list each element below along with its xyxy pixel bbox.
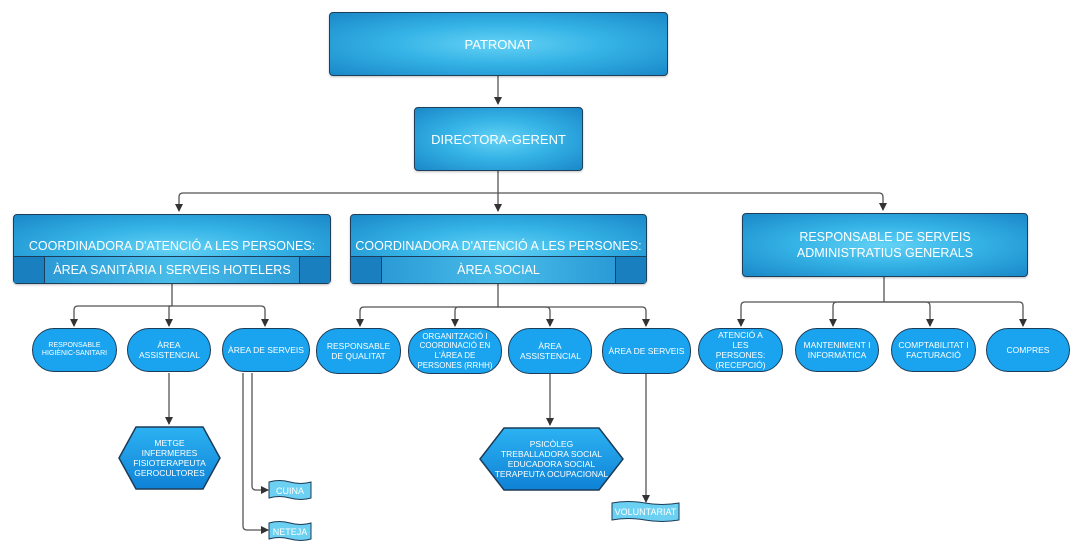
unit-responsable-qualitat: RESPONSABLE DE QUALITAT bbox=[316, 328, 401, 374]
connector-dept2-unit2 bbox=[451, 306, 498, 327]
node-dept-administratius: RESPONSABLE DE SERVEIS ADMINISTRATIUS GE… bbox=[742, 213, 1028, 277]
unit-responsable-higienic: RESPONSABLE HIGIÈNIC-SANITARI bbox=[32, 328, 117, 372]
unit-area-serveis-2: ÀREA DE SERVEIS bbox=[602, 328, 691, 374]
connector-dept3-unit4 bbox=[884, 301, 1027, 327]
hexagon-shape bbox=[118, 426, 221, 490]
dept-social-subtitle: ÀREA SOCIAL bbox=[382, 257, 615, 283]
flag-cuina: CUINA bbox=[268, 480, 312, 501]
unit-compres: COMPRES bbox=[986, 328, 1070, 372]
staff-list-social: PSICÒLEG TREBALLADORA SOCIAL EDUCADORA S… bbox=[494, 438, 609, 480]
unit-area-assistencial-1: ÀREA ASSISTENCIAL bbox=[127, 328, 211, 372]
connector-dept1-unit1 bbox=[70, 305, 172, 327]
connector-dept1-unit3 bbox=[172, 305, 269, 327]
node-patronat-label: PATRONAT bbox=[464, 36, 533, 52]
connector-dept3-unit2 bbox=[829, 301, 884, 327]
staff-list-sanitaria: METGE INFERMERES FISIOTERAPEUTA GEROCULT… bbox=[133, 437, 206, 479]
dept-sanitaria-subtitle: ÀREA SANITÀRIA I SERVEIS HOTELERS bbox=[45, 257, 299, 283]
hexagon-shape bbox=[479, 427, 624, 491]
flag-shape bbox=[611, 501, 680, 522]
unit-comptabilitat-facturacio: COMPTABILITAT I FACTURACIÓ bbox=[891, 328, 976, 372]
connector-to-dept-1 bbox=[175, 192, 498, 212]
dept-sanitaria-title: COORDINADORA D'ATENCIÓ A LES PERSONES: bbox=[28, 239, 316, 253]
dept-social-title: COORDINADORA D'ATENCIÓ A LES PERSONES: bbox=[355, 239, 642, 253]
node-dept-social: COORDINADORA D'ATENCIÓ A LES PERSONES: À… bbox=[350, 214, 647, 284]
staff-group-social: PSICÒLEG TREBALLADORA SOCIAL EDUCADORA S… bbox=[479, 427, 624, 491]
connector-dept3-unit1 bbox=[737, 301, 884, 327]
unit-area-serveis-1: ÀREA DE SERVEIS bbox=[222, 328, 310, 372]
unit-area-assistencial-2: ÀREA ASSISTENCIAL bbox=[508, 328, 592, 374]
dept-social-subtitle-bar: ÀREA SOCIAL bbox=[351, 256, 646, 283]
flag-voluntariat: VOLUNTARIAT bbox=[611, 501, 680, 523]
node-dept-sanitaria: COORDINADORA D'ATENCIÓ A LES PERSONES: À… bbox=[13, 214, 331, 284]
connector-dept1-unit2 bbox=[165, 305, 173, 327]
connector-dept2-unit3 bbox=[498, 306, 554, 327]
unit-manteniment-informatica: MANTENIMENT I INFORMÀTICA bbox=[795, 328, 879, 372]
connector-cuina bbox=[251, 373, 269, 494]
unit-atencio-recepcio: ATENCIÓ A LES PERSONES: (RECEPCIÓ) bbox=[698, 328, 783, 372]
dept-sanitaria-subtitle-bar: ÀREA SANITÀRIA I SERVEIS HOTELERS bbox=[14, 256, 330, 283]
connector-to-dept-3 bbox=[498, 192, 887, 211]
connector-neteja bbox=[242, 373, 269, 534]
node-directora-label: DIRECTORA-GERENT bbox=[431, 131, 566, 147]
connector-dept3-unit3 bbox=[884, 301, 934, 327]
node-patronat: PATRONAT bbox=[329, 12, 668, 76]
dept-administratius-title: RESPONSABLE DE SERVEIS ADMINISTRATIUS GE… bbox=[796, 229, 974, 260]
staff-group-sanitaria: METGE INFERMERES FISIOTERAPEUTA GEROCULT… bbox=[118, 426, 221, 490]
flag-shape bbox=[268, 521, 312, 541]
connector-dept2-unit1 bbox=[356, 306, 498, 327]
flag-shape bbox=[268, 480, 312, 500]
node-directora-gerent: DIRECTORA-GERENT bbox=[414, 107, 583, 171]
connector-dept2-unit4 bbox=[498, 306, 650, 327]
unit-organitzacio-rrhh: ORGANITZACIÓ I COORDINACIÓ EN L'ÀREA DE … bbox=[408, 328, 502, 374]
flag-neteja: NETEJA bbox=[268, 521, 312, 542]
